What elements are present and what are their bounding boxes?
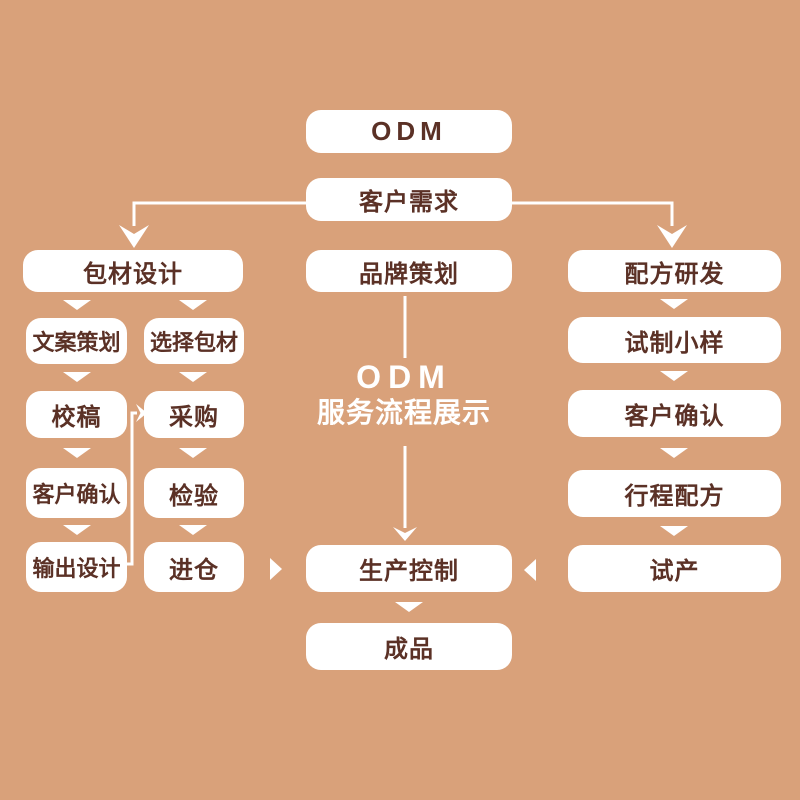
node-copywriting: 文案策划 bbox=[26, 318, 127, 364]
node-customer-confirm-left: 客户确认 bbox=[26, 468, 127, 518]
arrow-demand-to-packaging-head bbox=[119, 225, 149, 248]
arrow-select-to-procurement bbox=[179, 372, 207, 382]
node-customer-demand: 客户需求 bbox=[306, 178, 512, 221]
node-brand-planning: 品牌策划 bbox=[306, 250, 512, 292]
arrow-proofreading-to-confirm bbox=[63, 448, 91, 458]
diagram-title: ODM 服务流程展示 bbox=[281, 358, 527, 430]
node-formula-rd: 配方研发 bbox=[568, 250, 781, 292]
arrow-into-production-head bbox=[393, 527, 417, 541]
node-customer-confirm-right: 客户确认 bbox=[568, 390, 781, 437]
arrow-packaging-to-select bbox=[179, 300, 207, 310]
node-production-control: 生产控制 bbox=[306, 545, 512, 592]
node-trial-production: 试产 bbox=[568, 545, 781, 592]
arrow-demand-to-packaging-line bbox=[132, 201, 306, 226]
node-form-formula: 行程配方 bbox=[568, 470, 781, 517]
node-inspection: 检验 bbox=[144, 468, 244, 518]
arrow-production-to-finished bbox=[395, 602, 423, 612]
arrow-inspection-to-warehousing bbox=[179, 525, 207, 535]
arrow-confirm-to-output bbox=[63, 525, 91, 535]
node-finished-product: 成品 bbox=[306, 623, 512, 670]
node-warehousing: 进仓 bbox=[144, 542, 244, 592]
arrow-confirm-to-formformula bbox=[660, 448, 688, 458]
arrow-formformula-to-trial bbox=[660, 526, 688, 536]
node-proofreading: 校稿 bbox=[26, 391, 127, 438]
node-odm: ODM bbox=[306, 110, 512, 153]
node-trial-sample: 试制小样 bbox=[568, 317, 781, 363]
arrow-formula-to-sample bbox=[660, 299, 688, 309]
arrow-output-to-procurement-head bbox=[136, 404, 147, 422]
arrow-packaging-to-copywriting bbox=[63, 300, 91, 310]
arrow-procurement-to-inspection bbox=[179, 448, 207, 458]
arrow-demand-to-formula-head bbox=[657, 225, 687, 248]
arrow-trial-to-production bbox=[524, 559, 536, 581]
arrow-copywriting-to-proofreading bbox=[63, 372, 91, 382]
arrow-sample-to-confirm bbox=[660, 371, 688, 381]
arrow-demand-to-formula-line bbox=[512, 201, 674, 226]
diagram-title-line1: ODM bbox=[356, 359, 452, 395]
diagram-title-line2: 服务流程展示 bbox=[316, 397, 491, 428]
arrow-warehousing-to-production bbox=[270, 558, 282, 580]
node-output-design: 输出设计 bbox=[26, 542, 127, 592]
node-packaging-design: 包材设计 bbox=[23, 250, 243, 292]
node-procurement: 采购 bbox=[144, 391, 244, 438]
line-output-to-procurement bbox=[126, 411, 137, 566]
node-select-packaging: 选择包材 bbox=[144, 318, 244, 364]
